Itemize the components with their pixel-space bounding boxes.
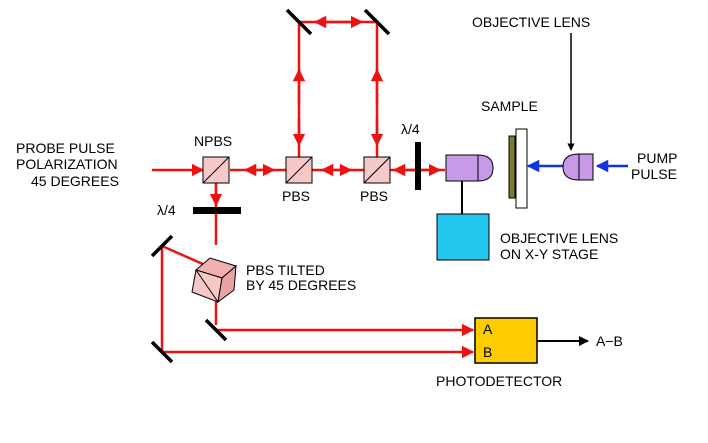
stage-label-line2: ON X-Y STAGE: [500, 246, 598, 262]
objective-lens-right: [562, 153, 594, 181]
sample-substrate: [508, 135, 516, 199]
detector-b-label: B: [483, 344, 492, 360]
tilted-pbs-cube: [191, 257, 238, 304]
mirror-top-right: [363, 8, 391, 36]
probe-beam-paths: [152, 15, 475, 359]
detector-a-label: A: [483, 321, 493, 337]
stage-label-line1: OBJECTIVE LENS: [500, 230, 618, 246]
pbs-left-cube: [285, 156, 313, 184]
xy-stage: [436, 213, 490, 261]
mirror-bottom-left: [150, 340, 174, 364]
pbs-right-label: PBS: [360, 188, 388, 204]
objective-lens-left: [445, 154, 494, 182]
pbs-right-cube: [363, 156, 391, 184]
quarter-wave-plate-top: [415, 142, 421, 190]
probe-label-line3: 45 DEGREES: [31, 173, 119, 189]
probe-label-line2: POLARIZATION: [16, 156, 118, 172]
pbs-left-label: PBS: [282, 188, 310, 204]
npbs-label: NPBS: [194, 133, 232, 149]
photodetector-box: [474, 317, 538, 364]
pump-label-line2: PULSE: [631, 166, 677, 182]
tilted-pbs-label-line1: PBS TILTED: [246, 262, 325, 278]
sample-label: SAMPLE: [481, 98, 538, 114]
quarter-wave-plate-bottom: [193, 207, 241, 214]
mirror-left: [150, 234, 174, 258]
quarter-wave-top-label: λ/4: [401, 121, 420, 137]
tilted-to-left-mirror-beam: [161, 244, 206, 267]
sample-plate: [515, 128, 528, 209]
photodetector-label: PHOTODETECTOR: [436, 373, 562, 389]
mirror-top-left: [285, 8, 313, 36]
objective-lens-top-label: OBJECTIVE LENS: [472, 14, 590, 30]
mirror-bottom-middle: [204, 318, 228, 342]
tilted-pbs-label-line2: BY 45 DEGREES: [246, 277, 356, 293]
quarter-wave-bottom-label: λ/4: [157, 202, 176, 218]
pump-label-line1: PUMP: [637, 150, 677, 166]
output-label: A−B: [596, 333, 623, 349]
probe-label-line1: PROBE PULSE: [16, 140, 115, 156]
npbs-cube: [202, 156, 230, 184]
